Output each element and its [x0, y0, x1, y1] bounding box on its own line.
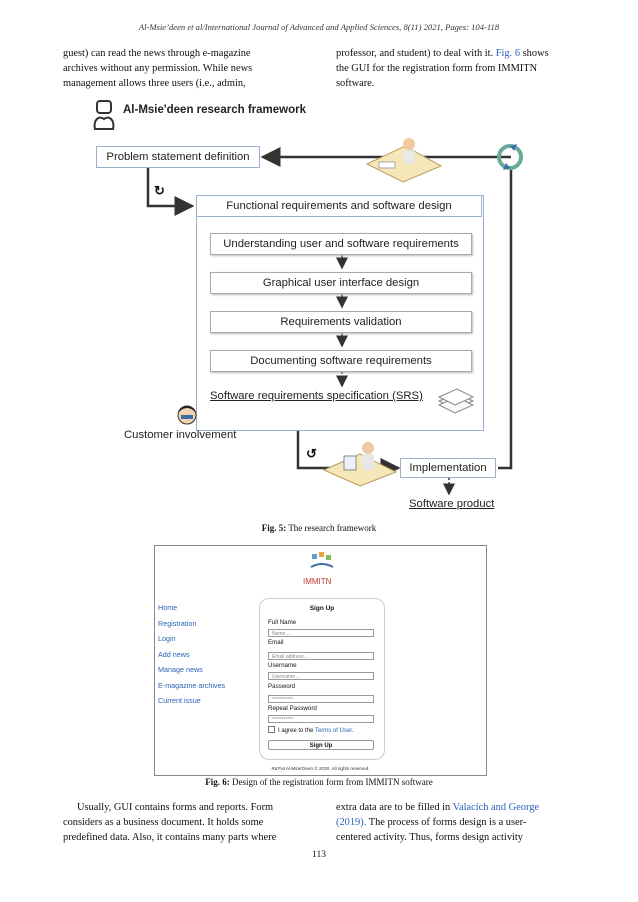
- text-line: software.: [336, 78, 375, 89]
- side-nav: Home Registration Login Add news Manage …: [158, 603, 225, 712]
- documents-stack-icon: [437, 388, 475, 414]
- text-line: archives without any permission. While n…: [63, 63, 253, 74]
- running-header: Al-Msie’deen et al/International Journal…: [138, 22, 500, 32]
- text-line: extra data are to be filled in Valacich …: [336, 800, 578, 815]
- full-name-label: Full Name: [268, 619, 297, 626]
- flow-connectors: [146, 147, 513, 496]
- text-span: The process of forms design is a user-: [366, 817, 527, 828]
- text-line: guest) can read the news through e-magaz…: [63, 48, 251, 59]
- immitn-logo-text: IMMITN: [303, 577, 332, 586]
- refresh-icon: ↻: [154, 183, 165, 198]
- password-label: Password: [268, 683, 296, 690]
- text-line: centered activity. Thus, forms design ac…: [336, 832, 523, 843]
- terms-suffix: .: [351, 728, 354, 734]
- caption-label: Fig. 6:: [205, 777, 230, 787]
- signup-form: Sign Up Full Name Name ... Email Email a…: [259, 598, 385, 760]
- person-outline-icon: [93, 100, 115, 130]
- figure-6-caption: Fig. 6: Design of the registration form …: [0, 777, 638, 787]
- text-line: management allows three users (i.e., adm…: [63, 78, 246, 89]
- bottom-left-paragraph: Usually, GUI contains forms and reports.…: [63, 800, 313, 845]
- text-line: Usually, GUI contains forms and reports.…: [77, 802, 274, 813]
- top-right-paragraph: professor, and student) to deal with it.…: [336, 46, 578, 91]
- nav-e-magazine-archives[interactable]: E-magazine archives: [158, 680, 226, 690]
- fig6-footer: Ra'Fat Al-Msie'Deen © 2020. All rights r…: [271, 766, 370, 771]
- figure-6-screenshot: IMMITN Home Registration Login Add news …: [154, 545, 487, 776]
- repeat-password-label: Repeat Password: [268, 705, 317, 712]
- software-product-label: Software product: [409, 498, 495, 510]
- text-line: predefined data. Also, it contains many …: [63, 832, 277, 843]
- caption-label: Fig. 5:: [261, 523, 287, 533]
- username-label: Username: [268, 662, 297, 669]
- terms-row: I agree to the Terms of User.: [268, 726, 354, 734]
- repeat-password-input[interactable]: ***********: [268, 715, 374, 723]
- step-gui-design: Graphical user interface design: [210, 272, 472, 294]
- nav-add-news[interactable]: Add news: [158, 649, 190, 659]
- nav-home[interactable]: Home: [158, 603, 178, 612]
- password-input[interactable]: ***********: [268, 695, 374, 703]
- caption-text: Design of the registration form from IMM…: [232, 777, 433, 787]
- step-documenting: Documenting software requirements: [210, 350, 472, 372]
- nav-current-issue[interactable]: Current issue: [158, 696, 201, 705]
- email-label: Email: [268, 639, 284, 646]
- developer-at-computer-icon: [322, 442, 398, 487]
- problem-statement-box: Problem statement definition: [96, 146, 260, 168]
- bottom-right-paragraph: extra data are to be filled in Valacich …: [336, 800, 578, 845]
- step-validation: Requirements validation: [210, 311, 472, 333]
- page-number: 113: [312, 850, 326, 860]
- functional-requirements-box: Functional requirements and software des…: [196, 195, 482, 217]
- immitn-logo-icon: [310, 552, 334, 568]
- full-name-input[interactable]: Name ...: [268, 629, 374, 637]
- text-line: the GUI for the registration form from I…: [336, 63, 538, 74]
- step-understanding: Understanding user and software requirem…: [210, 233, 472, 255]
- top-left-paragraph: guest) can read the news through e-magaz…: [63, 46, 313, 91]
- cycle-icon: [497, 144, 523, 170]
- text-span: shows: [522, 48, 549, 59]
- person-at-desk-icon: [365, 138, 443, 183]
- nav-registration[interactable]: Registration: [158, 618, 197, 628]
- text-span: extra data are to be filled in: [336, 802, 451, 813]
- terms-checkbox[interactable]: [268, 726, 275, 733]
- framework-title: Al-Msie'deen research framework: [123, 104, 306, 116]
- customer-involvement-label: Customer involvement: [124, 429, 237, 441]
- nav-manage-news[interactable]: Manage news: [158, 665, 203, 674]
- citation-link[interactable]: (2019).: [336, 817, 367, 828]
- text-line: professor, and student) to deal with it.…: [336, 46, 578, 61]
- form-title: Sign Up: [309, 605, 335, 612]
- figure-link[interactable]: Fig. 6: [495, 48, 521, 59]
- terms-prefix: I agree to the: [278, 728, 315, 734]
- signup-button[interactable]: Sign Up: [268, 740, 374, 750]
- caption-text: The research framework: [288, 523, 377, 533]
- figure-5-caption: Fig. 5: The research framework: [0, 523, 638, 533]
- refresh-icon: ↺: [306, 446, 317, 461]
- text-line: (2019). The process of forms design is a…: [336, 815, 578, 830]
- customer-icon: [177, 405, 197, 425]
- terms-link[interactable]: Terms of User: [314, 728, 352, 734]
- srs-label: Software requirements specification (SRS…: [210, 390, 423, 402]
- nav-login[interactable]: Login: [158, 634, 176, 643]
- implementation-box: Implementation: [400, 458, 496, 478]
- email-input[interactable]: Email address...: [268, 652, 374, 660]
- citation-link[interactable]: Valacich and George: [452, 802, 540, 813]
- username-input[interactable]: Username ...: [268, 672, 374, 680]
- text-line: considers as a business document. It hol…: [63, 817, 264, 828]
- text-span: professor, and student) to deal with it.: [336, 48, 494, 59]
